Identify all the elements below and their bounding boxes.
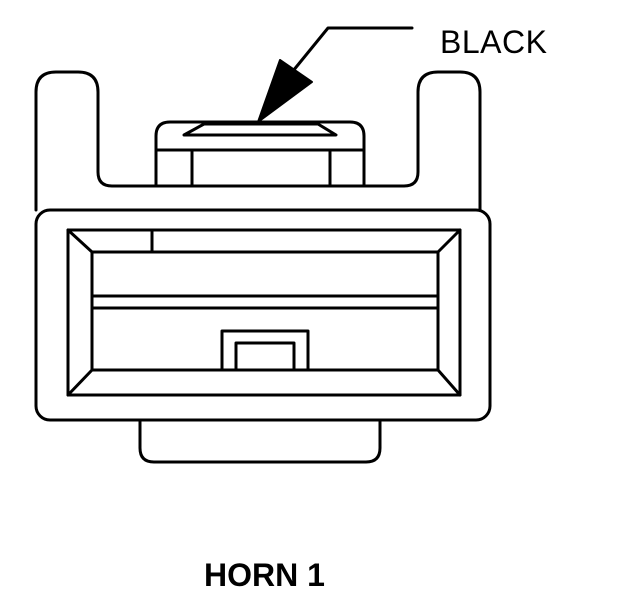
terminal-cavity-outer: [66, 228, 462, 397]
cavity-bevel-top-right: [436, 228, 462, 254]
connector-housing-top: [34, 70, 482, 212]
connector-body: [34, 208, 492, 422]
leader-line: [282, 26, 414, 84]
locking-tab-ramp: [182, 122, 338, 137]
connector-title: HORN 1: [204, 557, 325, 593]
cavity-bevel-bottom-right: [436, 368, 462, 397]
terminal-pin-inner: [234, 341, 296, 372]
terminal-cavity-inner: [90, 250, 440, 372]
cavity-bevel-bottom-left: [66, 368, 94, 397]
connector-bottom-tab: [138, 418, 382, 464]
leader-arrowhead: [257, 59, 313, 123]
wire-color-label: BLACK: [440, 24, 548, 60]
cavity-bevel-top-left: [66, 228, 94, 254]
locking-tab: [154, 120, 366, 188]
